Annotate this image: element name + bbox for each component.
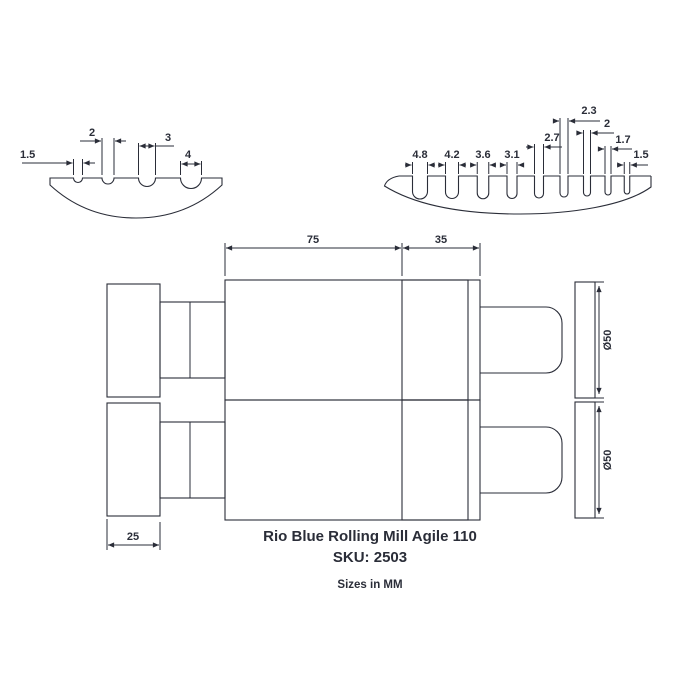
dim-label-dia50-top: Ø50 [602,330,614,351]
bottom-roller-groove-band [401,399,469,521]
top-roller [106,279,596,401]
top-roller-body [224,279,481,401]
dim-groove-3: 3 [138,132,174,175]
dim-label-25: 25 [127,531,139,543]
dim-dia-bottom: Ø50 [595,401,614,519]
dim-groove-3_1: 3.1 [499,149,525,174]
roller-assembly-view: 75 35 Ø50 Ø50 25 [106,234,614,550]
bottom-roller-body [224,399,481,521]
dim-label-3_1: 3.1 [504,149,519,161]
dim-label-dia50-bottom: Ø50 [602,450,614,471]
dim-label-2: 2 [89,127,95,139]
dim-groove-2_3: 2.3 [552,105,600,174]
dim-groove-2_7: 2.7 [526,132,562,174]
top-roller-drive-knurl [106,283,161,398]
dim-groove-1_7: 1.7 [597,134,632,174]
right-groove-profile: 4.8 4.2 3.6 3.1 2.7 [383,105,652,215]
top-roller-groove-band [401,279,469,401]
dim-drive-end-25: 25 [106,519,161,550]
dim-groove-2: 2 [80,127,126,175]
drawing-units: Sizes in MM [337,579,402,591]
dim-label-3: 3 [165,132,171,144]
dim-label-2r: 2 [604,118,610,130]
dim-label-2_3: 2.3 [581,105,596,117]
dim-groove-1_5r: 1.5 [617,149,649,174]
dim-label-1_7: 1.7 [615,134,630,146]
dim-dia-top: Ø50 [595,281,614,399]
bottom-roller-drive-knurl [106,402,161,517]
bottom-roller [106,399,596,521]
bottom-roller-journal [480,426,563,494]
bottom-roller-left-shaft [159,421,226,499]
dim-label-75: 75 [307,234,319,246]
dim-length-75-35: 75 35 [224,234,481,276]
dim-groove-4_2: 4.2 [438,149,466,174]
drawing-title: Rio Blue Rolling Mill Agile 110 [263,528,477,545]
dim-groove-3_6: 3.6 [470,149,496,174]
left-groove-profile: 1.5 2 3 4 [20,127,223,219]
dim-label-1_5r: 1.5 [633,149,648,161]
right-profile-top-edge [399,175,651,200]
top-roller-left-shaft [159,301,226,379]
dim-label-4_2: 4.2 [444,149,459,161]
dim-groove-4: 4 [180,149,202,175]
dim-label-4_8: 4.8 [412,149,427,161]
dim-label-3_6: 3.6 [475,149,490,161]
bottom-roller-end-plate [574,401,596,519]
dim-label-35: 35 [435,234,447,246]
dim-label-1_5: 1.5 [20,149,35,161]
dim-groove-4_8: 4.8 [405,149,435,174]
drawing-sku: SKU: 2503 [333,549,407,566]
title-block: Rio Blue Rolling Mill Agile 110 SKU: 250… [263,528,477,591]
right-profile-bottom-edge [383,175,652,215]
dim-label-4: 4 [185,149,192,161]
left-profile-outline [49,177,223,219]
top-roller-journal [480,306,563,374]
dim-groove-1_5: 1.5 [20,149,95,175]
dim-groove-2: 2 [576,118,614,174]
dim-label-2_7: 2.7 [544,132,559,144]
top-roller-end-plate [574,281,596,399]
